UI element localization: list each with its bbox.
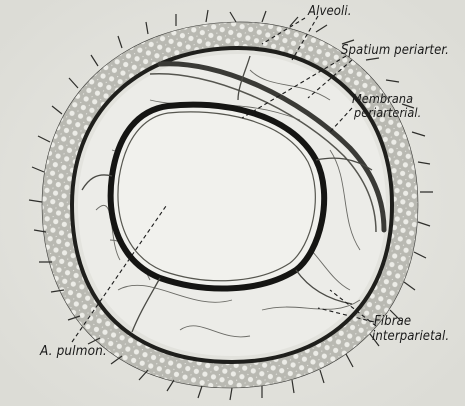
label-fibrae-interparietal: Fibrae interparietal.	[374, 315, 449, 345]
label-membrana-periarterial: Membrana periarterial.	[352, 92, 421, 121]
label-membrana-line2: periarterial.	[352, 106, 421, 120]
label-fibrae-line1: Fibrae	[374, 315, 449, 330]
label-alveoli: Alveoli.	[308, 5, 352, 20]
label-membrana-line1: Membrana	[352, 92, 421, 106]
label-fibrae-line2: interparietal.	[372, 330, 449, 345]
label-spatium-periarter: Spatium periarter.	[341, 44, 449, 59]
label-a-pulmon: A. pulmon.	[40, 344, 107, 360]
